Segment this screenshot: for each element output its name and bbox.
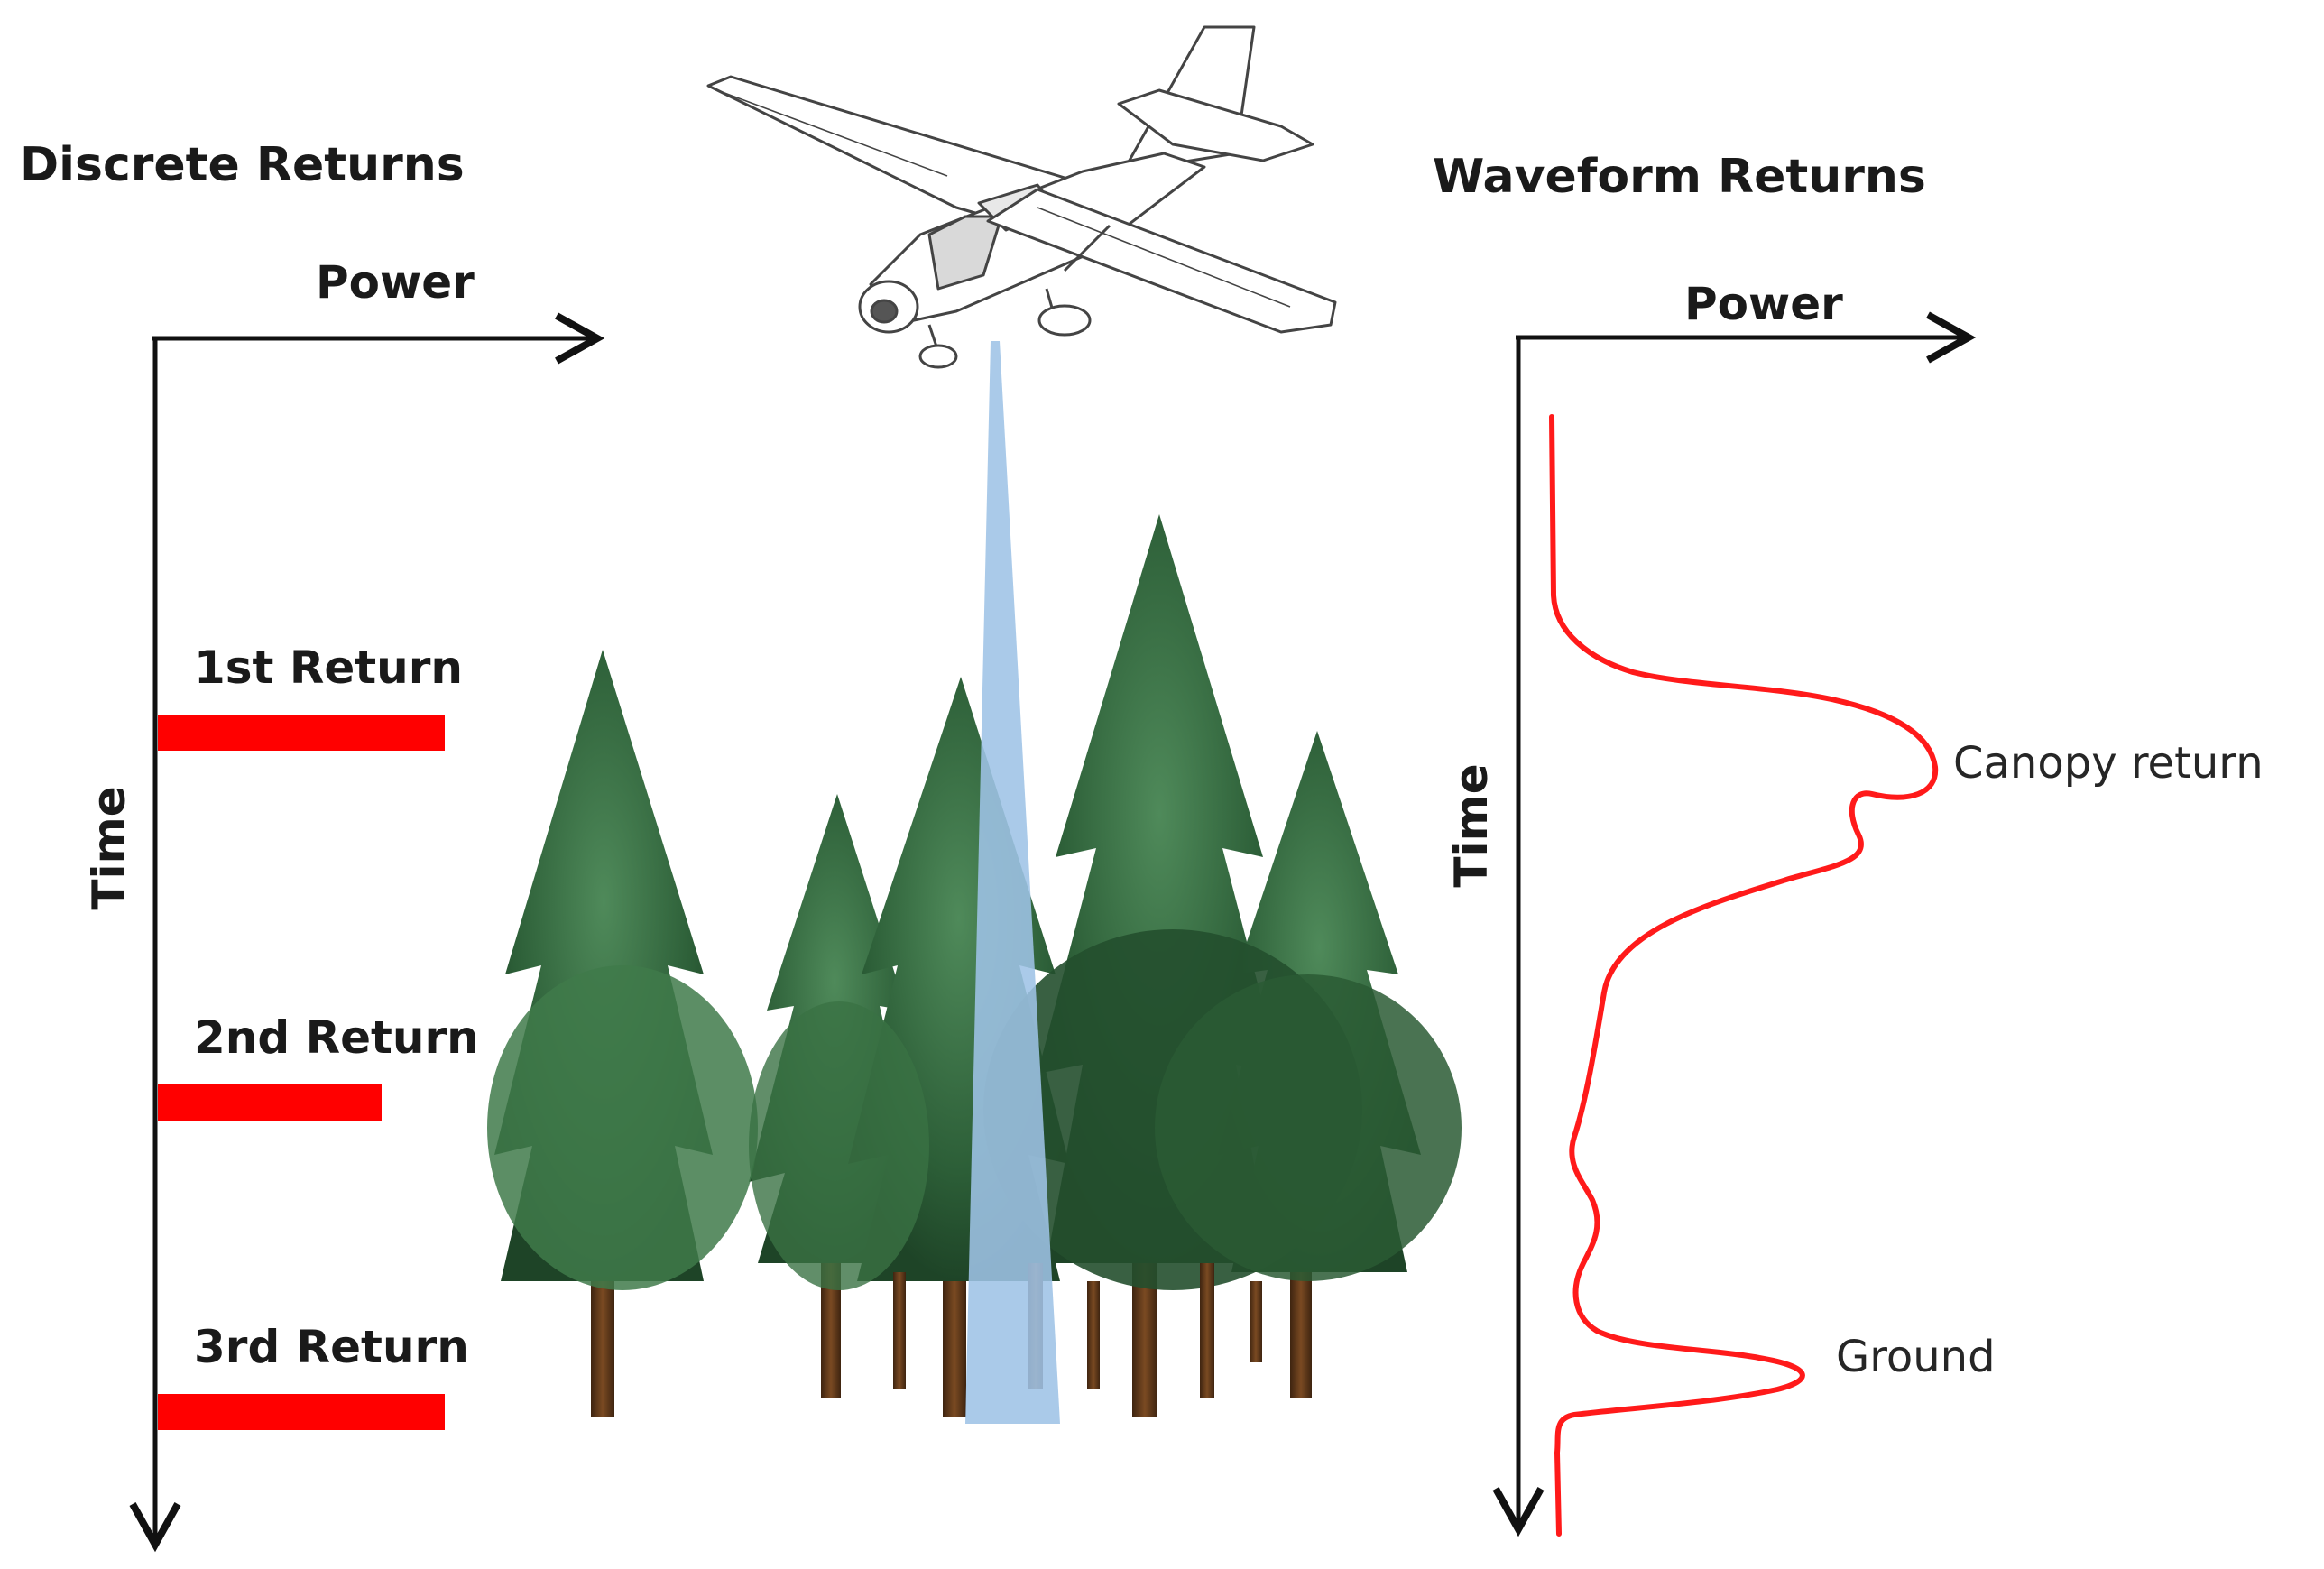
discrete-returns-panel: Discrete Returns Power Time 1st Return 2n… bbox=[20, 138, 605, 1553]
waveform-title: Waveform Returns bbox=[1433, 150, 1926, 204]
discrete-title: Discrete Returns bbox=[20, 138, 465, 192]
discrete-power-label: Power bbox=[316, 256, 475, 309]
return-bar-1 bbox=[158, 715, 445, 751]
waveform-returns-panel: Waveform Returns Power Time Canopy retur… bbox=[1433, 150, 2264, 1537]
return-label-2: 2nd Return bbox=[194, 1011, 479, 1064]
return-label-1: 1st Return bbox=[194, 641, 463, 694]
waveform-power-label: Power bbox=[1684, 278, 1843, 330]
waveform-signal-line bbox=[1549, 414, 1939, 1537]
canopy-return-label: Canopy return bbox=[1953, 738, 2264, 789]
return-label-3: 3rd Return bbox=[194, 1321, 469, 1373]
ground-return-label: Ground bbox=[1836, 1332, 1996, 1382]
waveform-time-label: Time bbox=[1445, 763, 1498, 887]
return-bar-2 bbox=[158, 1084, 382, 1121]
return-bar-3 bbox=[158, 1394, 445, 1430]
airplane-icon bbox=[706, 25, 1337, 369]
discrete-time-label: Time bbox=[83, 786, 135, 909]
discrete-return-markers: 1st Return 2nd Return 3rd Return bbox=[158, 641, 479, 1430]
laser-beam bbox=[965, 341, 1060, 1424]
